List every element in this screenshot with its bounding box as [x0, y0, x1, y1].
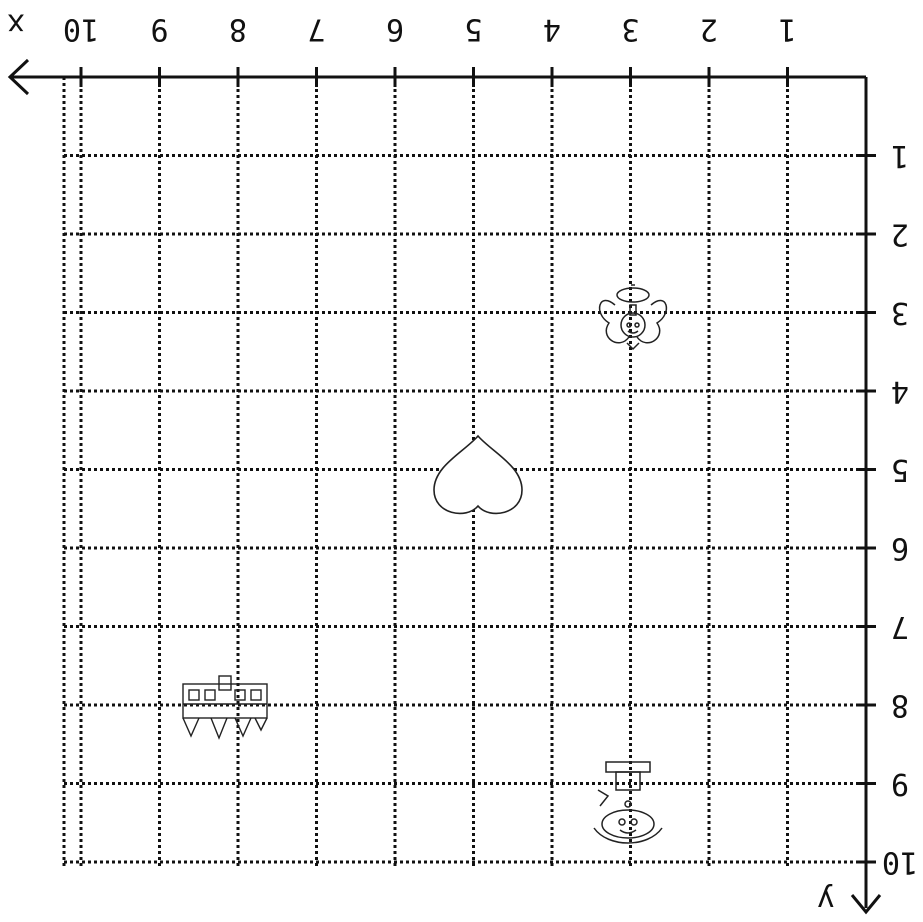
x-tick-label: 3	[621, 12, 639, 47]
y-tick-labels: 1 2 3 4 5 6 7 8 9 10	[882, 138, 918, 880]
y-tick-label: 8	[891, 688, 909, 723]
y-tick-label: 5	[891, 452, 909, 487]
flower-icon	[600, 285, 667, 349]
y-tick-label: 3	[891, 295, 909, 330]
x-tick-label: 9	[150, 12, 168, 47]
y-tick-label: 10	[882, 845, 918, 880]
y-axis-label: y	[817, 883, 835, 918]
y-tick-label: 1	[891, 138, 909, 173]
x-axis-label: x	[7, 7, 25, 42]
x-tick-labels: 1 2 3 4 5 6 7 8 9 10	[63, 12, 797, 47]
x-tick-label: 2	[700, 12, 718, 47]
clown-icon	[594, 762, 662, 843]
y-tick-label: 4	[891, 374, 909, 409]
y-tick-label: 2	[891, 217, 909, 252]
x-tick-label: 8	[229, 12, 247, 47]
x-tick-label: 1	[778, 12, 796, 47]
castle-icon	[183, 676, 267, 738]
x-tick-label: 5	[464, 12, 482, 47]
heart-icon	[434, 436, 522, 513]
x-tick-label: 10	[63, 12, 99, 47]
y-tick-label: 6	[891, 531, 909, 566]
y-tick-label: 7	[891, 609, 909, 644]
x-tick-label: 6	[386, 12, 404, 47]
pictures	[183, 285, 666, 843]
y-tick-label: 9	[891, 766, 909, 801]
x-tick-label: 7	[307, 12, 325, 47]
x-tick-label: 4	[543, 12, 561, 47]
